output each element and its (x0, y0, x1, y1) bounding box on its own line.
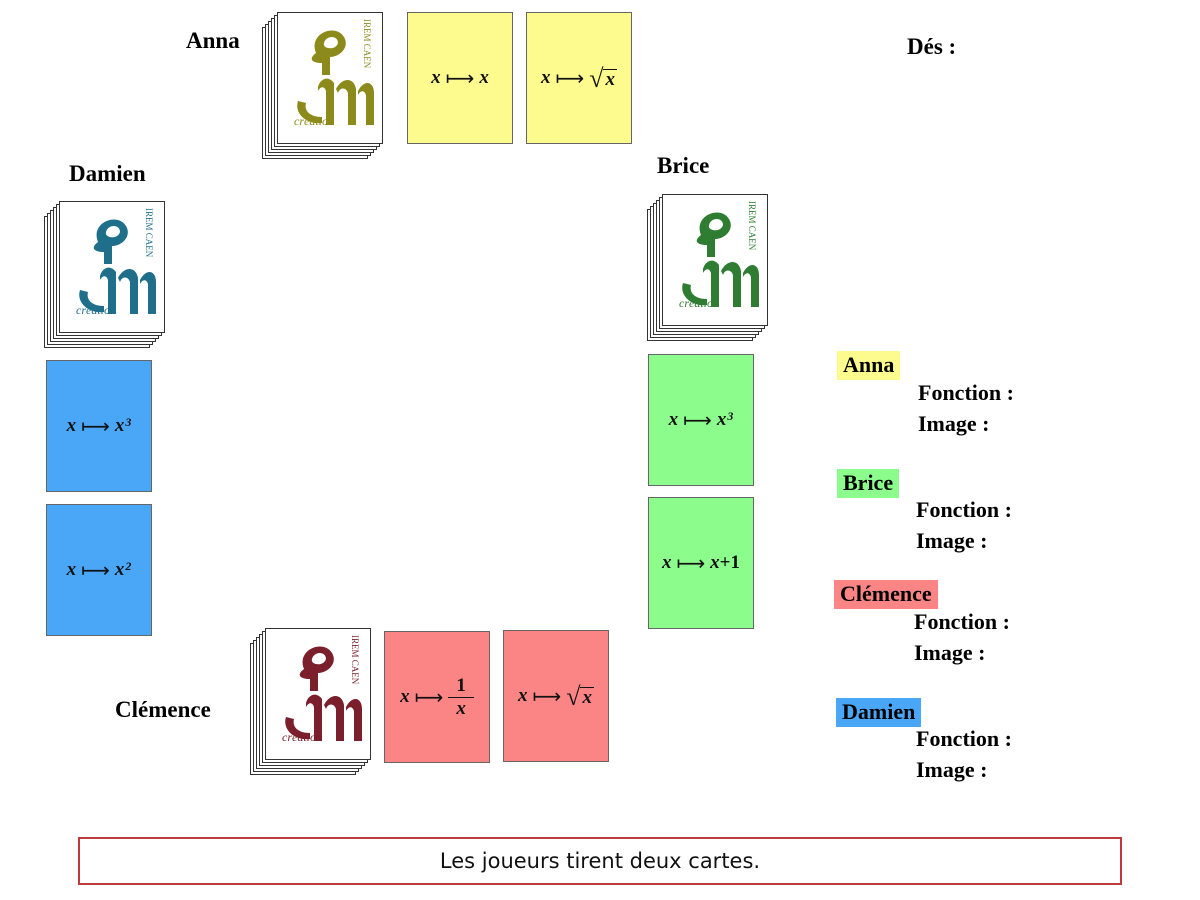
logo-vertical-text: IREM CAEN (144, 208, 154, 258)
deck-anna[interactable]: IREM CAEN création (262, 12, 388, 162)
logo-caption: création (282, 730, 322, 744)
legend-name-damien: Damien (836, 698, 922, 727)
deck-brice[interactable]: IREM CAEN création (647, 194, 773, 344)
logo-vertical-text: IREM CAEN (350, 635, 360, 685)
deck-top-card: IREM CAEN création (59, 201, 165, 333)
function-card-anna-2[interactable]: x⟼√x (526, 12, 632, 144)
deck-top-card: IREM CAEN création (265, 628, 371, 760)
logo-caption: création (76, 303, 116, 317)
deck-damien[interactable]: IREM CAEN création (44, 201, 170, 351)
legend-function-label: Fonction : (916, 497, 1012, 522)
legend-function-label: Fonction : (914, 609, 1010, 634)
legend-image-label: Image : (916, 528, 988, 553)
legend-image-label: Image : (914, 640, 986, 665)
legend-image-label: Image : (918, 411, 990, 436)
legend-name-clemence: Clémence (834, 580, 938, 609)
legend-function-label: Fonction : (916, 726, 1012, 751)
dice-label: Dés : (907, 34, 957, 59)
player-name-damien: Damien (69, 161, 146, 186)
status-message-box: Les joueurs tirent deux cartes. (78, 837, 1122, 885)
deck-clemence[interactable]: IREM CAEN création (250, 628, 376, 778)
logo-vertical-text: IREM CAEN (362, 19, 372, 69)
irem-logo-icon: IREM CAEN création (294, 19, 374, 128)
legend-name-brice: Brice (837, 469, 900, 498)
function-card-clemence-2[interactable]: x⟼√x (503, 630, 609, 762)
deck-top-card: IREM CAEN création (662, 194, 768, 326)
legend-name-anna: Anna (837, 351, 901, 380)
legend-image-label: Image : (916, 757, 988, 782)
irem-logo-icon: IREM CAEN création (282, 635, 362, 744)
irem-logo-icon: IREM CAEN création (679, 201, 759, 310)
function-card-anna-1[interactable]: x⟼x (407, 12, 513, 144)
status-message-text: Les joueurs tirent deux cartes. (439, 849, 761, 873)
player-name-clemence: Clémence (115, 697, 211, 722)
logo-caption: création (679, 296, 719, 310)
logo-vertical-text: IREM CAEN (747, 201, 757, 251)
function-card-brice-2[interactable]: x⟼x+1 (648, 497, 754, 629)
player-name-anna: Anna (186, 28, 240, 53)
irem-logo-icon: IREM CAEN création (76, 208, 156, 317)
logo-caption: création (294, 114, 334, 128)
deck-top-card: IREM CAEN création (277, 12, 383, 144)
legend-function-label: Fonction : (918, 380, 1014, 405)
player-name-brice: Brice (657, 153, 710, 178)
